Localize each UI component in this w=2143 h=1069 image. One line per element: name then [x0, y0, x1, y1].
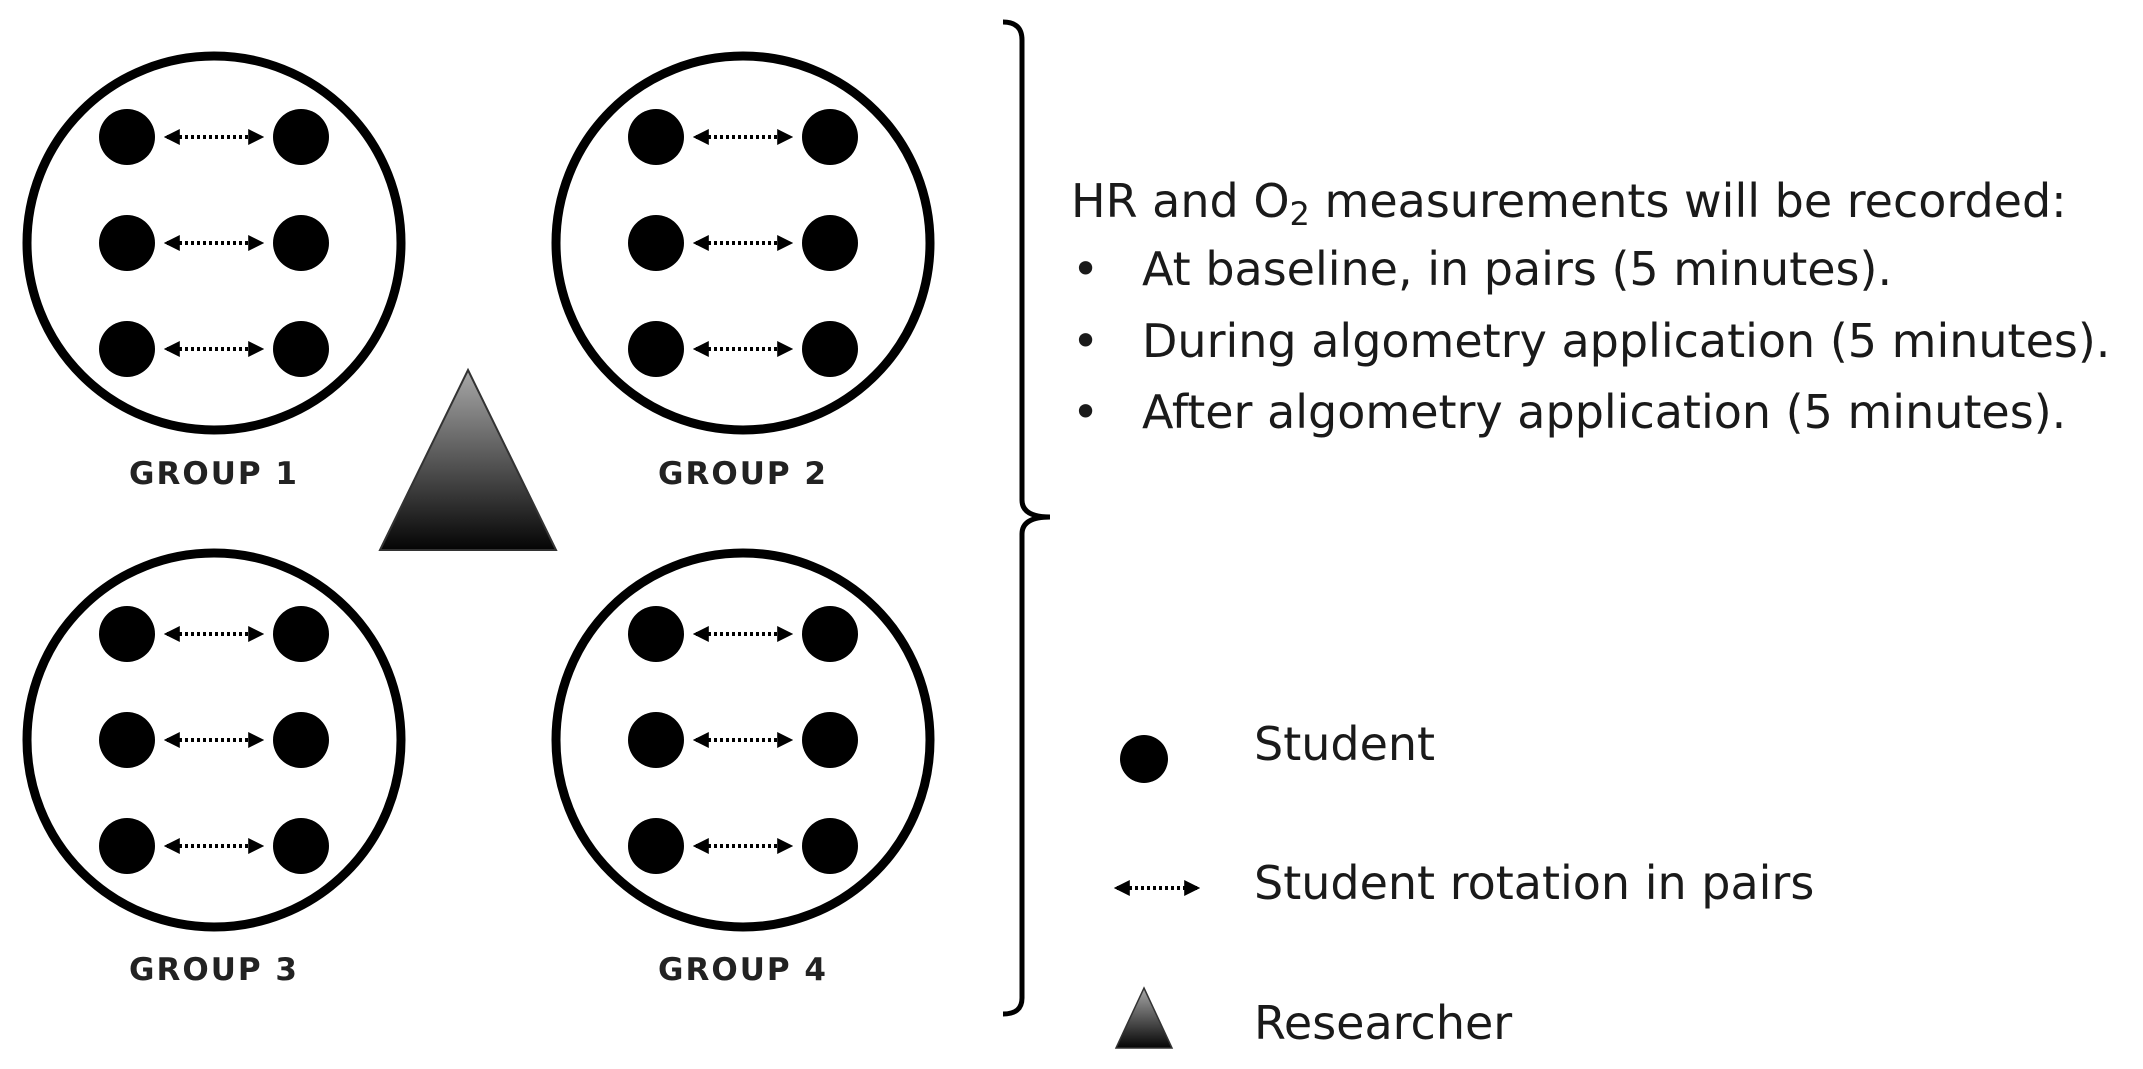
- student-dot: [99, 215, 155, 271]
- measurements-block: HR and O2 measurements will be recorded:…: [1071, 174, 2110, 439]
- bracket: [1002, 19, 1051, 1017]
- group-3: GROUP 3: [22, 548, 406, 988]
- groups: GROUP 1 GROUP 2 GROUP 3 GROUP 4: [22, 51, 935, 988]
- bullet-2-glyph: •: [1072, 314, 1099, 368]
- student-dot: [273, 109, 329, 165]
- group-circle: [22, 51, 406, 435]
- measurements-heading: HR and O2 measurements will be recorded:: [1071, 174, 2067, 233]
- group-circle: [551, 51, 935, 435]
- bullet-1-glyph: •: [1072, 242, 1099, 296]
- student-dot: [802, 818, 858, 874]
- student-dot: [99, 321, 155, 377]
- group-circle: [22, 548, 406, 932]
- group-label: GROUP 4: [658, 952, 828, 988]
- student-dot: [99, 109, 155, 165]
- group-4: GROUP 4: [551, 548, 935, 988]
- student-dot: [99, 818, 155, 874]
- legend: Student Student rotation in pairs Resear…: [1113, 717, 1814, 1050]
- student-dot: [273, 321, 329, 377]
- student-dot: [628, 321, 684, 377]
- student-dot: [628, 606, 684, 662]
- group-label: GROUP 2: [658, 456, 828, 492]
- student-dot: [802, 321, 858, 377]
- student-dot: [628, 712, 684, 768]
- measurement-item-3: After algometry application (5 minutes).: [1142, 385, 2066, 439]
- group-label: GROUP 1: [129, 456, 299, 492]
- group-label: GROUP 3: [129, 952, 299, 988]
- student-dot: [802, 215, 858, 271]
- student-dot-icon: [1120, 735, 1168, 783]
- legend-label-rotation: Student rotation in pairs: [1254, 856, 1814, 910]
- student-dot: [628, 818, 684, 874]
- student-dot: [628, 109, 684, 165]
- student-dot: [99, 712, 155, 768]
- student-dot: [802, 606, 858, 662]
- student-dot: [273, 818, 329, 874]
- legend-label-student: Student: [1254, 717, 1435, 771]
- researcher-triangle-icon: [1114, 986, 1174, 1049]
- group-circle: [551, 548, 935, 932]
- bullet-3-glyph: •: [1072, 385, 1099, 439]
- student-dot: [273, 215, 329, 271]
- group-2: GROUP 2: [551, 51, 935, 492]
- student-dot: [802, 712, 858, 768]
- measurement-item-2: During algometry application (5 minutes)…: [1142, 314, 2110, 368]
- student-dot: [802, 109, 858, 165]
- student-dot: [273, 712, 329, 768]
- student-dot: [99, 606, 155, 662]
- student-dot: [273, 606, 329, 662]
- measurement-item-1: At baseline, in pairs (5 minutes).: [1142, 242, 1892, 296]
- group-1: GROUP 1: [22, 51, 406, 492]
- researcher-triangle: [378, 367, 558, 551]
- student-dot: [628, 215, 684, 271]
- legend-label-researcher: Researcher: [1254, 996, 1512, 1050]
